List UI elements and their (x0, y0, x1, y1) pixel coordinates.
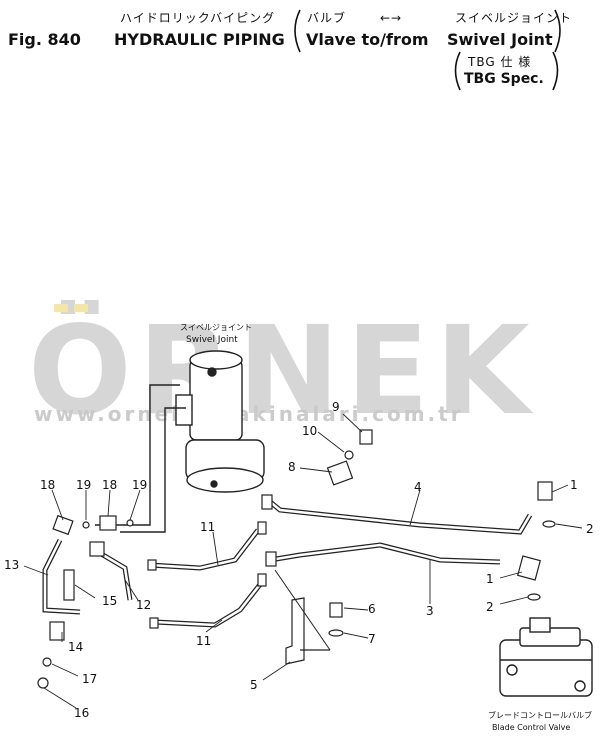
spec-en-label: TBG Spec. (464, 71, 544, 87)
callout-14: 14 (68, 640, 84, 654)
callout-10: 10 (302, 424, 318, 438)
callout-3: 3 (426, 604, 434, 618)
figure-label: Fig. 840 (8, 30, 81, 49)
callout-5: 5 (250, 678, 258, 692)
watermark-url: www.ornekismakinalari.com.tr (34, 402, 464, 426)
callout-12: 12 (136, 598, 152, 612)
callout-18-left: 18 (40, 478, 56, 492)
swivel-joint-body (175, 350, 265, 493)
japanese-title: ハイドロリックバイピング (120, 11, 276, 25)
callout-15: 15 (102, 594, 118, 608)
callout-11-lower: 11 (196, 634, 212, 648)
callout-11-upper: 11 (200, 520, 216, 534)
blade-control-valve (499, 617, 593, 697)
arrow-label: ←→ (380, 11, 403, 25)
callout-19-right: 19 (132, 478, 148, 492)
swivel-joint-ja-label: スイベルジョイント (180, 323, 252, 332)
callout-2-lower: 2 (486, 600, 494, 614)
blade-valve-ja-label: ブレードコントロールバルブ (488, 711, 592, 720)
callout-2-upper: 2 (586, 522, 594, 536)
callout-4: 4 (414, 480, 422, 494)
spec-ja-label: TBG 仕 様 (468, 55, 532, 69)
callout-13: 13 (4, 558, 20, 572)
swivel-ja-label: スイベルジョイント (455, 11, 573, 25)
swivel-en-label: Swivel Joint (447, 30, 553, 49)
route-label: Vlave to/from (306, 30, 429, 49)
callout-19-left: 19 (76, 478, 92, 492)
watermark-brand: ÖRNEK (28, 300, 536, 442)
callout-6: 6 (368, 602, 376, 616)
callout-7: 7 (368, 632, 376, 646)
blade-valve-en-label: Blade Control Valve (492, 723, 571, 732)
callout-16: 16 (74, 706, 90, 720)
callout-18-right: 18 (102, 478, 118, 492)
callout-1-upper: 1 (570, 478, 578, 492)
valve-ja-label: バルブ (307, 11, 347, 25)
page-title: HYDRAULIC PIPING (114, 30, 285, 49)
swivel-joint-en-label: Swivel Joint (186, 335, 238, 345)
callout-1-lower: 1 (486, 572, 494, 586)
callout-9: 9 (332, 400, 340, 414)
callout-8: 8 (288, 460, 296, 474)
callout-17: 17 (82, 672, 98, 686)
